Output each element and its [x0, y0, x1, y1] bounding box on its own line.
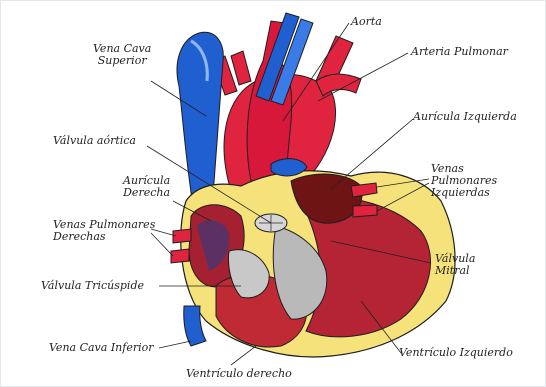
label-vena-cava-superior: Vena Cava Superior	[93, 43, 151, 67]
label-venas-pulmonares-izquierdas: Venas Pulmonares Izquierdas	[431, 163, 497, 199]
label-vena-cava-superior-line2: Superior	[93, 55, 151, 67]
label-valvula-mitral: Válvula Mitral	[435, 253, 475, 277]
label-ventriculo-izquierdo: Ventrículo Izquierdo	[399, 347, 513, 359]
label-valvula-aortica: Válvula aórtica	[53, 135, 136, 147]
label-venas-pulmonares-derechas: Venas Pulmonares Derechas	[53, 219, 155, 243]
label-auricula-izquierda: Aurícula Izquierda	[413, 111, 517, 123]
label-ventriculo-derecho: Ventrículo derecho	[186, 368, 292, 380]
leader-ventriculo-derecho	[231, 346, 256, 365]
leader-vena-cava-inferior	[159, 341, 191, 348]
label-auricula-derecha-line2: Derecha	[123, 187, 170, 199]
heart-body	[171, 159, 455, 357]
label-aorta: Aorta	[351, 16, 382, 28]
superior-vena-cava	[177, 32, 223, 206]
label-vena-cava-inferior: Vena Cava Inferior	[49, 342, 154, 354]
label-auricula-derecha: Aurícula Derecha	[123, 175, 170, 199]
label-valvula-tricuspide: Válvula Tricúspide	[41, 280, 144, 292]
label-arteria-pulmonar: Arteria Pulmonar	[411, 46, 508, 58]
label-venas-pulmonares-izquierdas-line3: Izquierdas	[431, 187, 497, 199]
label-venas-pulmonares-derechas-line2: Derechas	[53, 231, 155, 243]
label-valvula-mitral-line2: Mitral	[435, 265, 475, 277]
